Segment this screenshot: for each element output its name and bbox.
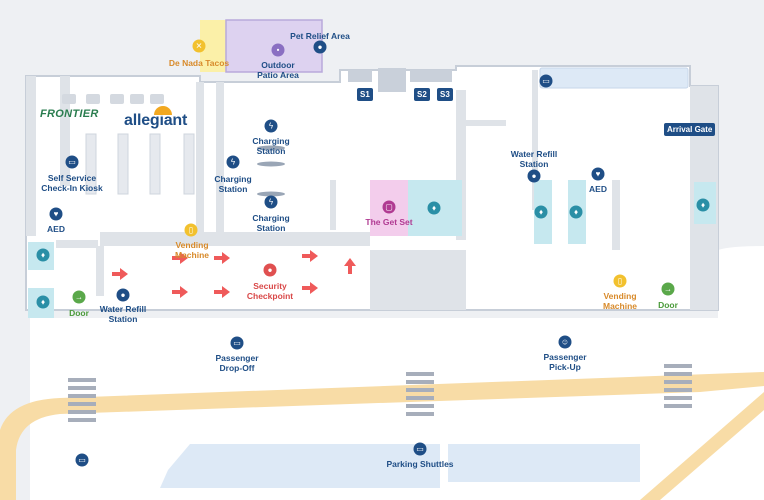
person-walking-icon[interactable]: ☺ <box>558 335 572 349</box>
crosswalks <box>68 364 692 422</box>
arrow-up-icon <box>344 258 356 274</box>
bus-icon[interactable]: ▭ <box>413 442 427 456</box>
gate-doors <box>348 68 452 92</box>
arrow-right-icon <box>214 252 230 264</box>
entry-road <box>0 372 764 500</box>
arrow-right-icon <box>214 286 230 298</box>
lightning-icon[interactable]: ϟ <box>264 195 278 209</box>
vending-icon[interactable]: ▯ <box>613 274 627 288</box>
water-drop-icon[interactable]: ● <box>116 288 130 302</box>
door-right-label: Door <box>658 300 678 310</box>
parking-lot-right <box>448 444 640 482</box>
paw-icon[interactable]: ● <box>313 40 327 54</box>
restroom-icon[interactable]: ♦ <box>534 205 548 219</box>
gate-s2-badge[interactable]: S2 <box>414 88 430 101</box>
heart-icon[interactable]: ♥ <box>591 167 605 181</box>
security-flow-arrows <box>112 250 356 298</box>
outdoor-patio-label: Outdoor Patio Area <box>257 60 299 80</box>
bench-icon[interactable]: ▭ <box>539 74 553 88</box>
kiosk-row <box>62 94 164 104</box>
restroom-icon[interactable]: ♦ <box>427 201 441 215</box>
vending-icon[interactable]: ▯ <box>184 223 198 237</box>
jetway-bridge <box>539 67 689 89</box>
arrow-right-icon <box>172 252 188 264</box>
parking-shuttles-label: Parking Shuttles <box>386 459 454 469</box>
charging-station-1-label: Charging Station <box>252 136 290 156</box>
curbside-area <box>30 246 764 500</box>
bus-icon[interactable]: ▭ <box>75 453 89 467</box>
water-drop-icon[interactable]: ● <box>527 169 541 183</box>
charging-benches <box>257 145 285 197</box>
security-checkpoint-label: Security Checkpoint <box>246 281 294 301</box>
bench-icon[interactable]: • <box>271 43 285 57</box>
allegiant-sun-icon <box>154 106 172 115</box>
the-get-set-label: The Get Set <box>365 217 413 227</box>
heart-icon[interactable]: ♥ <box>49 207 63 221</box>
utensils-icon[interactable]: ✕ <box>192 39 206 53</box>
arrival-gate-badge[interactable]: Arrival Gate <box>664 123 716 136</box>
frontier-logo: FRONTIER <box>40 108 99 120</box>
pet-relief-label: Pet Relief Area <box>290 31 350 41</box>
water-refill-right-label: Water Refill Station <box>510 149 558 169</box>
restroom-icon[interactable]: ♦ <box>36 248 50 262</box>
arrow-right-icon <box>302 250 318 262</box>
vending-right-label: Vending Machine <box>602 291 638 311</box>
door-left-label: Door <box>69 308 89 318</box>
arrow-right-icon <box>112 268 128 280</box>
shopping-bag-icon[interactable]: ▢ <box>382 200 396 214</box>
arrow-right-icon <box>172 286 188 298</box>
bus-icon[interactable]: ▭ <box>230 336 244 350</box>
location-pin-icon[interactable]: ● <box>263 263 277 277</box>
exit-road <box>640 392 764 500</box>
allegiant-logo: allegiant <box>124 112 188 129</box>
passenger-pickup-label: Passenger Pick-Up <box>543 352 587 372</box>
door-icon[interactable]: → <box>72 290 86 304</box>
charging-station-3-label: Charging Station <box>252 213 290 233</box>
self-service-kiosk-label: Self Service Check-In Kiosk <box>41 173 103 193</box>
lightning-icon[interactable]: ϟ <box>226 155 240 169</box>
restroom-icon[interactable]: ♦ <box>36 295 50 309</box>
charging-station-2-label: Charging Station <box>214 174 252 194</box>
de-nada-tacos-label: De Nada Tacos <box>168 58 230 68</box>
gate-s1-badge[interactable]: S1 <box>357 88 373 101</box>
aed-right-label: AED <box>589 184 607 194</box>
restroom-icon[interactable]: ♦ <box>696 198 710 212</box>
aed-left-label: AED <box>47 224 65 234</box>
restroom-icon[interactable]: ♦ <box>569 205 583 219</box>
parking-lot-left <box>160 444 440 488</box>
lightning-icon[interactable]: ϟ <box>264 119 278 133</box>
water-refill-left-label: Water Refill Station <box>99 304 147 324</box>
check-in-counters <box>85 133 195 195</box>
arrow-right-icon <box>302 282 318 294</box>
gate-s3-badge[interactable]: S3 <box>437 88 453 101</box>
door-icon[interactable]: → <box>661 282 675 296</box>
vending-left-label: Vending Machine <box>174 240 210 260</box>
kiosk-icon[interactable]: ▭ <box>65 155 79 169</box>
passenger-dropoff-label: Passenger Drop-Off <box>215 353 259 373</box>
